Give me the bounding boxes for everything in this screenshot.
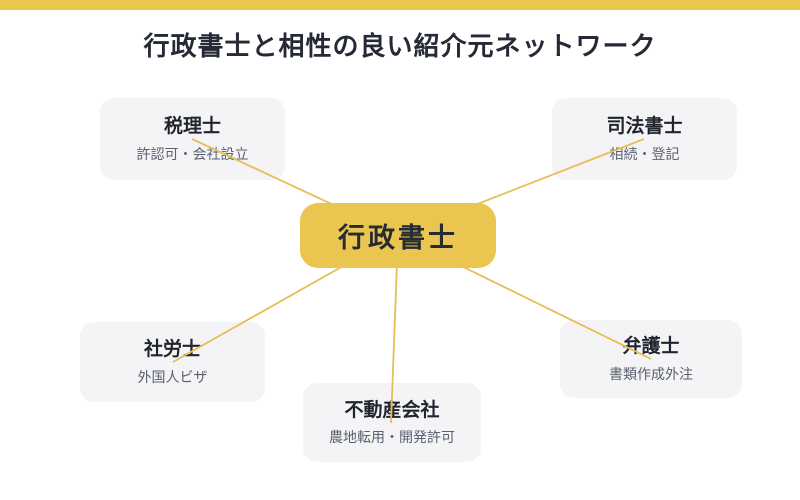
node-subtitle: 相続・登記 [609,145,680,162]
top-accent-bar [0,0,800,10]
node-subtitle: 農地転用・開発許可 [329,429,455,446]
node-title: 弁護士 [622,336,680,358]
node-title: 司法書士 [606,116,683,138]
node-card-bengoshi: 弁護士 書類作成外注 [560,320,742,398]
node-card-shihoshoshi: 司法書士 相続・登記 [552,98,737,180]
node-card-sharoshi: 社労士 外国人ビザ [80,322,265,402]
node-subtitle: 外国人ビザ [137,368,208,385]
node-title: 税理士 [163,116,221,138]
node-subtitle: 許認可・会社設立 [136,145,249,162]
node-card-zeirishi: 税理士 許認可・会社設立 [100,98,285,180]
node-title: 不動産会社 [344,399,440,421]
page-title: 行政書士と相性の良い紹介元ネットワーク [143,31,657,61]
node-card-fudosan: 不動産会社 農地転用・開発許可 [303,383,481,462]
node-subtitle: 書類作成外注 [609,365,693,382]
node-title: 社労士 [143,339,201,361]
center-node-gyoseishoshi: 行政書士 [300,203,496,268]
